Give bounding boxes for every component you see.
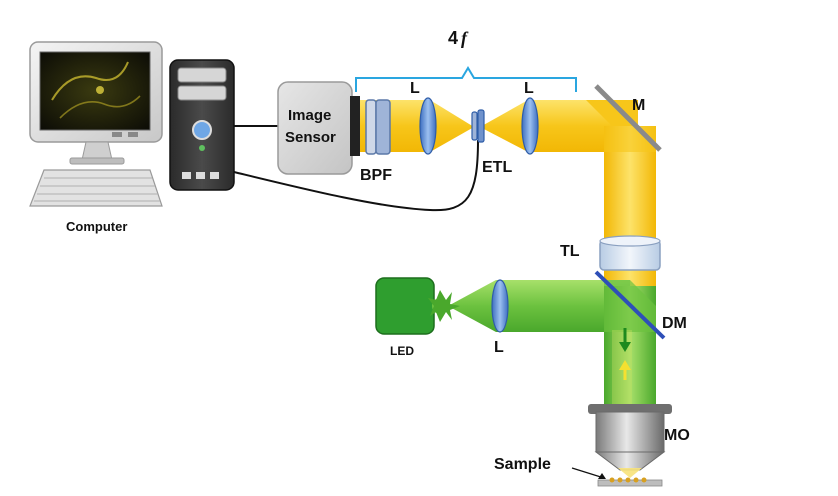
lens-1-label: L	[410, 80, 420, 97]
mirror-icon	[594, 84, 662, 152]
image-sensor-icon	[277, 81, 360, 175]
mirror-label: M	[632, 97, 645, 114]
tube-lens-label: TL	[560, 243, 580, 260]
objective-label: MO	[664, 427, 690, 444]
dichroic-mirror-label: DM	[662, 315, 687, 332]
excitation-arrow-down-icon	[619, 328, 631, 352]
led-label: LED	[390, 344, 414, 358]
emission-arrow-up-icon	[619, 360, 631, 380]
tube-lens-icon	[599, 235, 661, 271]
lens-3-icon	[491, 279, 509, 333]
computer-monitor-icon	[29, 41, 163, 165]
etl-icon	[471, 109, 485, 143]
image-sensor-label-line2: Sensor	[285, 129, 336, 146]
lens-3-label: L	[494, 339, 504, 356]
sample-pointer-arrow-icon	[598, 473, 606, 479]
computer-label: Computer	[66, 219, 127, 234]
band-pass-filter-icon	[365, 99, 391, 155]
image-sensor-label-line1: Image	[288, 107, 331, 124]
lens-2-icon	[521, 97, 539, 155]
lens-1-icon	[419, 97, 437, 155]
dichroic-mirror-icon	[594, 270, 666, 340]
sample-pointer	[571, 467, 605, 479]
microscope-objective-icon	[588, 404, 672, 478]
cables	[233, 125, 479, 212]
sample-slide-icon	[597, 477, 663, 487]
excitation-beam	[448, 280, 656, 408]
lens-2-label: L	[524, 80, 534, 97]
keyboard-icon	[29, 169, 163, 207]
computer-tower-icon	[169, 59, 235, 191]
sample-label: Sample	[494, 456, 551, 473]
bpf-label: BPF	[360, 167, 392, 184]
etl-label: ETL	[482, 159, 512, 176]
led-icon	[375, 277, 460, 335]
four-f-bracket	[355, 66, 577, 92]
